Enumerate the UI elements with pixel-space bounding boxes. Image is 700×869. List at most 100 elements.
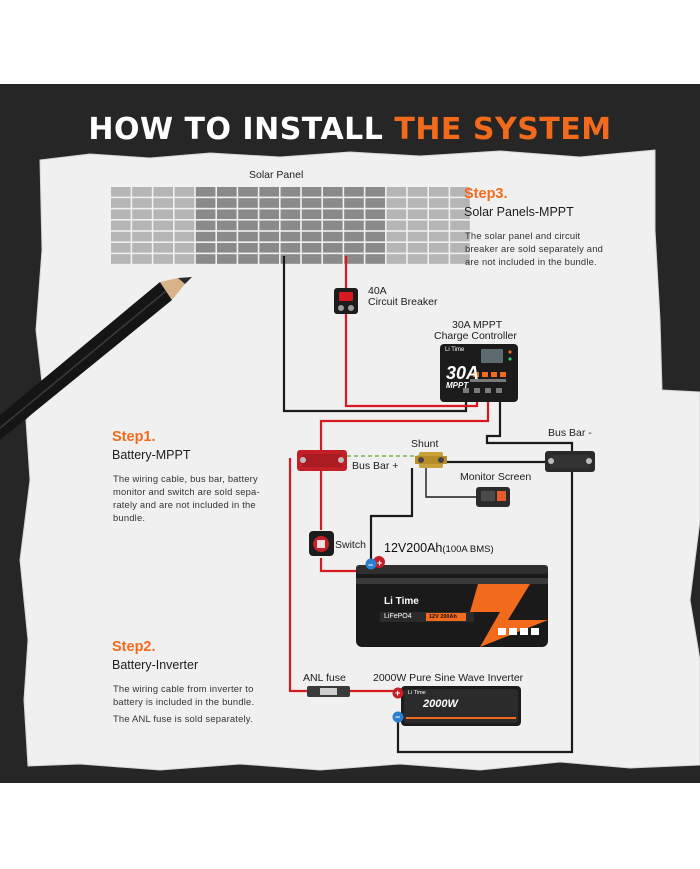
solar-cell: [195, 187, 216, 197]
solar-cell: [301, 243, 322, 253]
solar-cell: [259, 243, 279, 253]
solar-cell: [323, 243, 343, 253]
battery-illustration: [356, 556, 548, 647]
solar-cell: [217, 220, 237, 231]
mppt-brand: Li Time: [445, 347, 465, 353]
shunt-label: Shunt: [411, 438, 439, 450]
solar-cell: [238, 187, 258, 197]
title-part2: THE SYSTEM: [394, 112, 612, 147]
solar-cell: [365, 187, 385, 197]
step2-subtitle: Battery-Inverter: [112, 658, 199, 672]
solar-cell: [365, 209, 385, 219]
solar-cell: [386, 209, 407, 219]
battery-plus-sign: +: [377, 558, 382, 568]
step3-note: The solar panel and circuit breaker are …: [465, 230, 604, 267]
solar-cell: [386, 243, 407, 253]
solar-cell: [111, 187, 131, 197]
battery-minus-sign: −: [368, 560, 373, 570]
solar-cell: [238, 243, 258, 253]
battery-switch-illustration: [309, 531, 334, 556]
solar-cell: [153, 187, 173, 197]
solar-cell: [195, 198, 216, 208]
circuit-breaker-illustration: [334, 288, 358, 314]
step2-heading: Step2.: [112, 639, 156, 655]
battery-spec: 12V 200Ah: [429, 614, 457, 620]
solar-cell: [217, 187, 237, 197]
solar-cell: [429, 254, 449, 264]
solar-cell: [386, 220, 407, 231]
title-part1: HOW TO INSTALL: [88, 112, 384, 147]
bus-bar-negative-illustration: [545, 451, 595, 472]
solar-cell: [301, 254, 322, 264]
solar-cell: [217, 243, 237, 253]
solar-cell: [174, 254, 195, 264]
solar-cell: [174, 220, 195, 231]
step3-heading: Step3.: [464, 186, 508, 202]
inverter-label: 2000W Pure Sine Wave Inverter: [373, 672, 524, 684]
solar-cell: [195, 243, 216, 253]
solar-cell: [323, 198, 343, 208]
solar-cell: [280, 243, 301, 253]
solar-cell: [238, 231, 258, 242]
bus-bar-positive-illustration: [297, 450, 347, 471]
solar-cell: [323, 209, 343, 219]
battery-brand: Li Time: [384, 596, 419, 607]
solar-cell: [450, 231, 470, 242]
solar-cell: [450, 254, 470, 264]
solar-cell: [365, 254, 385, 264]
solar-cell: [132, 254, 152, 264]
solar-cell: [323, 187, 343, 197]
solar-cell: [344, 187, 364, 197]
solar-cell: [111, 254, 131, 264]
solar-cell: [365, 243, 385, 253]
solar-cell: [195, 231, 216, 242]
solar-cell: [407, 220, 428, 231]
solar-cell: [301, 187, 322, 197]
solar-panel-label: Solar Panel: [249, 169, 304, 181]
solar-cell: [450, 209, 470, 219]
solar-cell: [217, 231, 237, 242]
solar-cell: [132, 220, 152, 231]
solar-cell: [301, 209, 322, 219]
solar-cell: [301, 220, 322, 231]
solar-cell: [238, 209, 258, 219]
solar-cell: [323, 254, 343, 264]
solar-cell: [365, 231, 385, 242]
battery-chemistry: LiFePO4: [384, 613, 412, 620]
step1-heading: Step1.: [112, 429, 156, 445]
pencil-icon: [0, 277, 192, 440]
solar-cell: [195, 209, 216, 219]
solar-cell: [174, 243, 195, 253]
solar-cell: [174, 209, 195, 219]
solar-cell: [238, 254, 258, 264]
solar-cell: [301, 198, 322, 208]
solar-cell: [450, 243, 470, 253]
solar-cell: [280, 231, 301, 242]
solar-cell: [301, 231, 322, 242]
solar-cell: [429, 187, 449, 197]
solar-cell: [344, 198, 364, 208]
mppt-rating-label: 30A MPPT: [452, 319, 503, 331]
monitor-screen-label: Monitor Screen: [460, 471, 532, 483]
solar-cell: [365, 198, 385, 208]
solar-cell: [280, 220, 301, 231]
solar-cell: [280, 254, 301, 264]
solar-cell: [365, 220, 385, 231]
anl-fuse-label: ANL fuse: [303, 672, 346, 684]
battery-capacity-label: 12V200Ah(100A BMS): [384, 541, 494, 555]
solar-cell: [217, 209, 237, 219]
solar-cell: [450, 187, 470, 197]
solar-cell: [407, 243, 428, 253]
solar-cell: [429, 198, 449, 208]
step1-note: The wiring cable, bus bar, battery monit…: [113, 473, 260, 523]
solar-cell: [132, 187, 152, 197]
inverter-plus-sign: +: [395, 688, 400, 698]
step2-note2: The ANL fuse is sold separately.: [113, 713, 253, 724]
solar-cell: [111, 231, 131, 242]
solar-cell: [450, 198, 470, 208]
solar-cell: [259, 254, 279, 264]
solar-cell: [132, 209, 152, 219]
solar-cell: [407, 198, 428, 208]
solar-cell: [153, 220, 173, 231]
monitor-screen-illustration: [476, 487, 510, 507]
